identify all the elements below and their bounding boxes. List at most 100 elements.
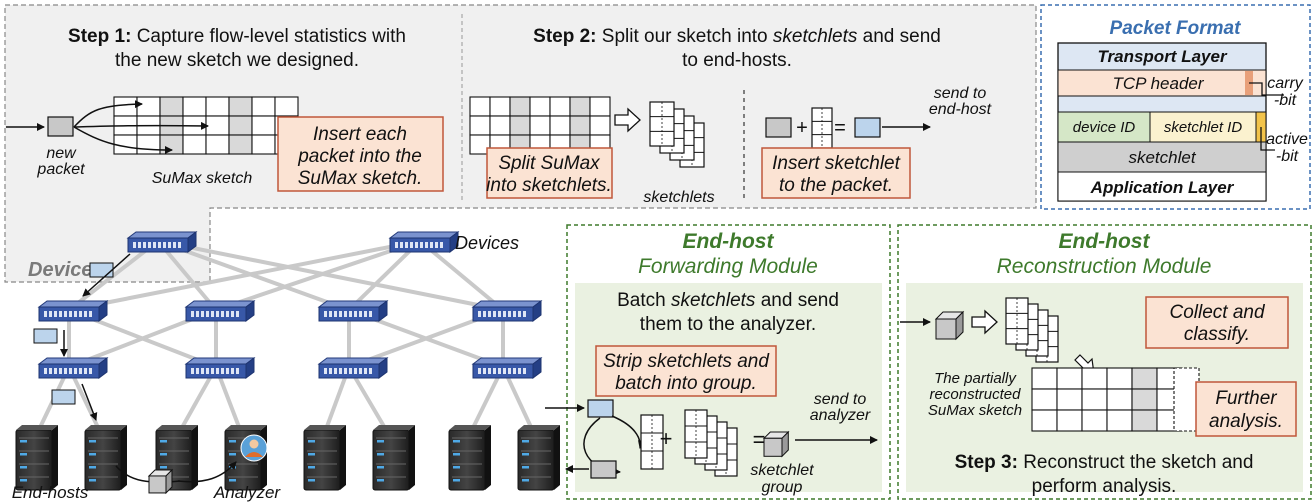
- switch-top: [126, 231, 198, 239]
- switch-port: [74, 368, 77, 374]
- switch-side: [449, 231, 459, 253]
- sketchlets-label: sketchlets: [643, 189, 714, 206]
- partial-cell: [1056, 388, 1083, 411]
- end-host-servers: [15, 425, 560, 491]
- split-cell: [529, 115, 551, 136]
- switch-port: [405, 242, 408, 248]
- forwarding-title: End-host: [683, 230, 775, 253]
- received-group-cube-icon: [934, 310, 965, 341]
- switch-port: [400, 242, 403, 248]
- switch-icon: [388, 231, 460, 253]
- sumax-sketch-label: SuMax sketch: [152, 170, 253, 187]
- switch-port: [79, 368, 82, 374]
- switch-port: [64, 311, 67, 317]
- partial-sketch-grid: [1031, 367, 1200, 432]
- switch-port: [435, 242, 438, 248]
- switch-port: [349, 311, 352, 317]
- server-side: [340, 425, 346, 490]
- partial-missing-column: [1173, 367, 1200, 432]
- switch-port: [483, 368, 486, 374]
- forwarding-subtitle: Forwarding Module: [638, 255, 818, 278]
- partial-cell: [1106, 409, 1133, 432]
- switch-port: [498, 311, 501, 317]
- switch-port: [216, 311, 219, 317]
- server-led: [160, 453, 167, 456]
- switch-port: [196, 311, 199, 317]
- server-side: [52, 425, 58, 490]
- switch-port: [158, 242, 161, 248]
- server-top: [518, 425, 560, 430]
- analyzer-path-right: [177, 461, 237, 483]
- server-icon: [303, 425, 346, 491]
- switch-port: [518, 311, 521, 317]
- to-sketchlet-arrow: [611, 415, 646, 449]
- switch-port: [354, 311, 357, 317]
- switch-port: [324, 368, 327, 374]
- cube-front: [935, 318, 957, 340]
- switch-port: [518, 368, 521, 374]
- application-row: [1057, 171, 1267, 202]
- switch-port: [329, 311, 332, 317]
- switch-port: [206, 368, 209, 374]
- server-icon: [15, 425, 58, 491]
- partial-cell: [1056, 409, 1083, 432]
- sumax-cell: [159, 134, 184, 155]
- switch-icon: [126, 231, 198, 253]
- insert-arrow-2: [73, 121, 209, 130]
- collected-sketchlets-icon: [1005, 297, 1059, 363]
- server-icon: [372, 425, 415, 491]
- insert-arrow-1: [73, 100, 143, 128]
- switch-port: [54, 368, 57, 374]
- switch-port: [324, 311, 327, 317]
- server-led: [377, 479, 384, 482]
- server-side: [485, 425, 491, 490]
- plus-sign: +: [796, 117, 808, 139]
- switch-port: [483, 311, 486, 317]
- device-label: Device: [28, 259, 93, 281]
- switch-port: [231, 311, 234, 317]
- switch-port: [148, 242, 151, 248]
- switch-port: [196, 368, 199, 374]
- switch-port: [508, 311, 511, 317]
- server-top: [85, 425, 127, 430]
- switch-port: [359, 311, 362, 317]
- switch-port: [216, 368, 219, 374]
- split-cell: [529, 96, 551, 117]
- switch-port: [364, 368, 367, 374]
- server-led: [308, 479, 315, 482]
- switch-port: [54, 311, 57, 317]
- server-led: [522, 440, 529, 443]
- analyzer-label: Analyzer: [213, 483, 281, 502]
- forwarding-sketchlet-icon: [640, 414, 664, 470]
- split-callout: [486, 147, 613, 199]
- network-switches: [37, 231, 543, 379]
- server-led: [377, 440, 384, 443]
- switch-icon: [184, 300, 256, 322]
- cube-front: [763, 437, 783, 457]
- switch-port: [211, 311, 214, 317]
- server-side: [121, 425, 127, 490]
- partial-cell: [1081, 367, 1108, 390]
- switch-port: [206, 311, 209, 317]
- step3-line2: perform analysis.: [1032, 476, 1177, 497]
- step1-line1: Step 1: Capture flow-level statistics wi…: [68, 26, 406, 47]
- switch-top: [37, 300, 109, 308]
- reconstruction-subtitle: Reconstruction Module: [997, 255, 1212, 278]
- switch-icon: [37, 357, 109, 379]
- sumax-cell: [136, 96, 161, 117]
- server-led: [229, 479, 236, 482]
- switch-icon: [471, 357, 543, 379]
- switch-port: [191, 311, 194, 317]
- server-led: [89, 479, 96, 482]
- switch-port: [344, 368, 347, 374]
- server-led: [229, 440, 236, 443]
- sumax-cell: [251, 96, 276, 117]
- switch-port: [369, 368, 372, 374]
- switch-port: [49, 311, 52, 317]
- further-analysis-callout: [1195, 381, 1297, 437]
- server-top: [225, 425, 267, 430]
- switch-port: [173, 242, 176, 248]
